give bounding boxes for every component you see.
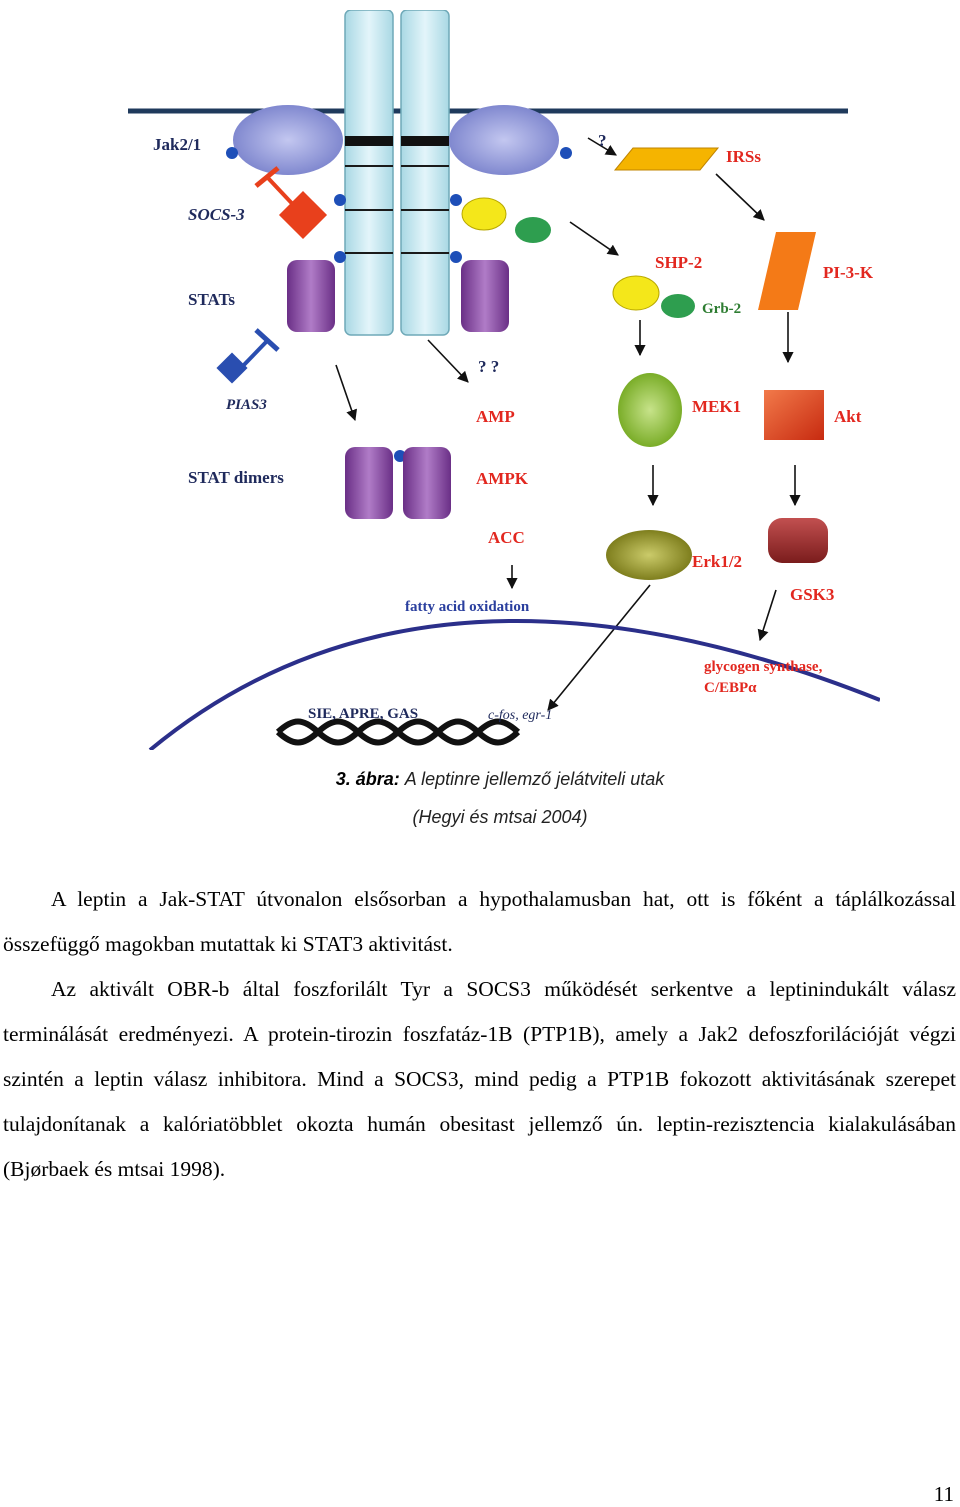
stat-dimer-left bbox=[345, 447, 393, 519]
label-jak: Jak2/1 bbox=[153, 135, 201, 154]
gsk3-shape bbox=[768, 518, 828, 563]
page-number: 11 bbox=[933, 1482, 954, 1506]
stat-left bbox=[287, 260, 335, 332]
label-pias3: PIAS3 bbox=[226, 397, 267, 413]
pias3-shape bbox=[216, 352, 248, 384]
label-akt: Akt bbox=[834, 407, 862, 426]
irs-shape bbox=[613, 147, 720, 171]
label-irss: IRSs bbox=[726, 147, 761, 166]
label-question-1: ? bbox=[598, 131, 607, 150]
label-fatty-acid-oxidation: fatty acid oxidation bbox=[405, 599, 530, 615]
erk-shape bbox=[606, 530, 692, 580]
label-glycogen: glycogen synthase, bbox=[704, 659, 823, 675]
pi3k-shape bbox=[758, 232, 816, 310]
label-sie-apre-gas: SIE, APRE, GAS bbox=[308, 706, 418, 722]
pathway-arrows bbox=[335, 137, 801, 711]
label-grb2: Grb-2 bbox=[702, 301, 741, 317]
jak-left bbox=[233, 105, 343, 175]
stat-right bbox=[461, 260, 509, 332]
jak-right bbox=[449, 105, 559, 175]
dna-helix bbox=[275, 718, 521, 746]
label-pi3k: PI-3-K bbox=[823, 263, 874, 282]
grb2-shape bbox=[661, 294, 695, 318]
label-erk: Erk1/2 bbox=[692, 552, 742, 571]
socs3-shape bbox=[278, 190, 328, 240]
label-shp2: SHP-2 bbox=[655, 253, 702, 272]
label-cebp: C/EBPα bbox=[704, 680, 757, 696]
paragraph-2: Az aktivált OBR-b által foszforilált Tyr… bbox=[3, 977, 956, 1181]
label-stats: STATs bbox=[188, 290, 235, 309]
label-mek1: MEK1 bbox=[692, 397, 741, 416]
label-question-2: ? ? bbox=[478, 357, 499, 376]
caption-label: 3. ábra: bbox=[335, 769, 400, 789]
label-stat-dimers: STAT dimers bbox=[188, 468, 284, 487]
label-cfos-egr1: c-fos, egr-1 bbox=[488, 708, 552, 723]
mek1-shape bbox=[618, 373, 682, 447]
label-socs3: SOCS-3 bbox=[188, 205, 245, 224]
pathway-diagram: Jak2/1 SOCS-3 STATs PIAS3 STAT dimers ? … bbox=[128, 10, 880, 750]
caption-source: (Hegyi és mtsai 2004) bbox=[412, 807, 588, 827]
label-ampk: AMPK bbox=[476, 469, 529, 488]
figure-caption: 3. ábra: A leptinre jellemző jelátviteli… bbox=[0, 760, 960, 836]
shp2-shape bbox=[612, 275, 660, 311]
leptin-signaling-figure: Jak2/1 SOCS-3 STATs PIAS3 STAT dimers ? … bbox=[128, 10, 880, 750]
caption-title: A leptinre jellemző jelátviteli utak bbox=[404, 769, 665, 789]
akt-shape bbox=[764, 390, 824, 440]
phosphate-dots bbox=[226, 147, 572, 462]
label-acc: ACC bbox=[488, 528, 525, 547]
label-amp: AMP bbox=[476, 407, 515, 426]
paragraph-1: A leptin a Jak-STAT útvonalon elsősorban… bbox=[3, 887, 956, 956]
body-text: A leptin a Jak-STAT útvonalon elsősorban… bbox=[3, 877, 956, 1192]
stat-dimer-right bbox=[403, 447, 451, 519]
label-gsk3: GSK3 bbox=[790, 585, 834, 604]
leptin-receptor bbox=[344, 10, 450, 336]
nucleus-envelope bbox=[148, 619, 880, 750]
